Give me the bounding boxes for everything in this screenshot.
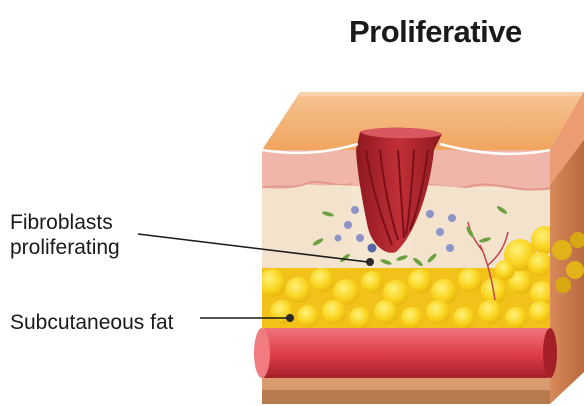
fibroblasts-label-line1: Fibroblasts [10,210,120,235]
fibroblasts-label-line2: proliferating [10,235,120,260]
blood-vessel [254,328,557,378]
fibroblasts-label: Fibroblasts proliferating [10,210,120,260]
subcutaneous-fat-label: Subcutaneous fat [10,310,173,335]
diagram-title: Proliferative [349,14,522,50]
